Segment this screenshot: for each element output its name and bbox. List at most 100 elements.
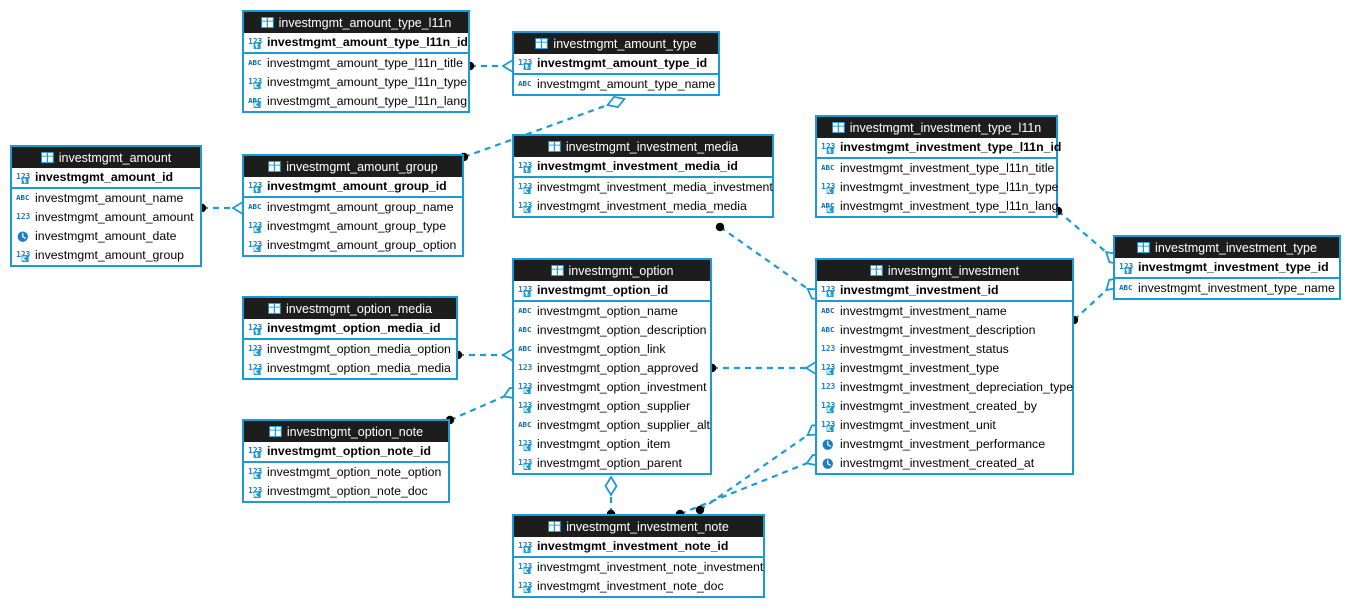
attribute-row[interactable]: investmgmt_investment_status bbox=[817, 340, 1072, 359]
attribute-row[interactable]: investmgmt_investment_type_l11n_type bbox=[817, 178, 1059, 197]
entity-investment[interactable]: investmgmt_investment investmgmt_investme… bbox=[815, 258, 1074, 475]
attribute-row[interactable]: investmgmt_option_approved bbox=[514, 359, 710, 378]
entity-header[interactable]: investmgmt_amount_group bbox=[244, 156, 462, 177]
relationship-option_media-to-option[interactable] bbox=[453, 348, 523, 362]
attribute-name: investmgmt_amount_type_name bbox=[537, 77, 716, 91]
attribute-row[interactable]: investmgmt_investment_type_name bbox=[1115, 279, 1339, 298]
primary-key-attribute[interactable]: investmgmt_amount_id bbox=[12, 168, 200, 187]
entity-header[interactable]: investmgmt_investment_type_l11n bbox=[817, 117, 1056, 138]
entity-header[interactable]: investmgmt_investment_note bbox=[514, 516, 763, 537]
abc-fk-icon bbox=[821, 200, 836, 213]
attribute-row[interactable]: investmgmt_option_link bbox=[514, 340, 710, 359]
attribute-row[interactable]: investmgmt_amount_amount bbox=[12, 208, 200, 227]
attribute-row[interactable]: investmgmt_option_parent bbox=[514, 454, 710, 473]
primary-key-attribute[interactable]: investmgmt_investment_type_id bbox=[1115, 258, 1339, 277]
attribute-row[interactable]: investmgmt_option_supplier bbox=[514, 397, 710, 416]
attribute-row[interactable]: investmgmt_amount_date bbox=[12, 227, 200, 246]
attribute-row[interactable]: investmgmt_amount_type_name bbox=[514, 75, 718, 94]
attribute-row[interactable]: investmgmt_option_note_doc bbox=[244, 482, 448, 501]
attribute-row[interactable]: investmgmt_amount_group bbox=[12, 246, 200, 265]
attribute-row[interactable]: investmgmt_amount_type_l11n_type bbox=[244, 73, 468, 92]
primary-key-attribute[interactable]: investmgmt_option_media_id bbox=[244, 319, 456, 338]
attribute-row[interactable]: investmgmt_amount_type_l11n_title bbox=[244, 54, 468, 73]
entity-header[interactable]: investmgmt_amount_type_l11n bbox=[244, 12, 468, 33]
attribute-row[interactable]: investmgmt_investment_type bbox=[817, 359, 1072, 378]
attribute-row[interactable]: investmgmt_option_description bbox=[514, 321, 710, 340]
primary-key-section: investmgmt_amount_type_id bbox=[514, 54, 718, 75]
attribute-row[interactable]: investmgmt_investment_created_by bbox=[817, 397, 1072, 416]
relationship-investment_media-to-investment[interactable] bbox=[715, 222, 826, 304]
entity-header[interactable]: investmgmt_option_note bbox=[244, 421, 448, 442]
attribute-row[interactable]: investmgmt_option_supplier_alt bbox=[514, 416, 710, 435]
primary-key-attribute[interactable]: investmgmt_option_note_id bbox=[244, 442, 448, 461]
primary-key-attribute[interactable]: investmgmt_investment_id bbox=[817, 281, 1072, 300]
entity-header[interactable]: investmgmt_amount_type bbox=[514, 33, 718, 54]
number-key-icon bbox=[518, 284, 533, 297]
relationship-line bbox=[1057, 210, 1114, 259]
number-fk-icon bbox=[518, 457, 533, 470]
attribute-row[interactable]: investmgmt_amount_group_type bbox=[244, 217, 462, 236]
attribute-name: investmgmt_amount_amount bbox=[35, 210, 194, 224]
entity-title: investmgmt_amount bbox=[58, 150, 172, 165]
attribute-row[interactable]: investmgmt_investment_media_investment bbox=[514, 178, 773, 197]
relationship-investment_note-to-investment[interactable] bbox=[695, 420, 826, 515]
attribute-name: investmgmt_investment_type_l11n_lang bbox=[840, 199, 1059, 213]
attribute-row[interactable]: investmgmt_amount_type_l11n_lang bbox=[244, 92, 468, 111]
attribute-name: investmgmt_investment_id bbox=[840, 283, 999, 297]
primary-key-attribute[interactable]: investmgmt_amount_type_id bbox=[514, 54, 718, 73]
entity-header[interactable]: investmgmt_option bbox=[514, 260, 710, 281]
primary-key-attribute[interactable]: investmgmt_investment_type_l11n_id bbox=[817, 138, 1061, 157]
primary-key-attribute[interactable]: investmgmt_option_id bbox=[514, 281, 710, 300]
attribute-row[interactable]: investmgmt_investment_type_l11n_lang bbox=[817, 197, 1059, 216]
primary-key-attribute[interactable]: investmgmt_investment_note_id bbox=[514, 537, 763, 556]
attribute-name: investmgmt_amount_date bbox=[35, 229, 177, 243]
relationship-investment_note-to-option[interactable] bbox=[604, 475, 618, 519]
attribute-row[interactable]: investmgmt_option_name bbox=[514, 302, 710, 321]
attribute-row[interactable]: investmgmt_investment_note_investment bbox=[514, 558, 763, 577]
attribute-row[interactable]: investmgmt_investment_type_l11n_title bbox=[817, 159, 1056, 178]
attribute-name: investmgmt_amount_type_l11n_lang bbox=[267, 94, 468, 108]
attribute-row[interactable]: investmgmt_investment_media_media bbox=[514, 197, 772, 216]
attribute-row[interactable]: investmgmt_investment_note_doc bbox=[514, 577, 763, 596]
attribute-row[interactable]: investmgmt_option_note_option bbox=[244, 463, 448, 482]
relationship-option-to-investment[interactable] bbox=[707, 361, 826, 375]
primary-key-attribute[interactable]: investmgmt_investment_media_id bbox=[514, 157, 772, 176]
attribute-row[interactable]: investmgmt_amount_group_name bbox=[244, 198, 462, 217]
attribute-name: investmgmt_amount_group_id bbox=[267, 179, 447, 193]
entity-header[interactable]: investmgmt_option_media bbox=[244, 298, 456, 319]
number-fk-icon bbox=[248, 343, 263, 356]
entity-header[interactable]: investmgmt_investment_type bbox=[1115, 237, 1339, 258]
attribute-row[interactable]: investmgmt_investment_created_at bbox=[817, 454, 1072, 473]
attribute-row[interactable]: investmgmt_option_investment bbox=[514, 378, 710, 397]
entity-header[interactable]: investmgmt_amount bbox=[12, 147, 200, 168]
entity-title: investmgmt_investment_type bbox=[1155, 240, 1317, 255]
attribute-row[interactable]: investmgmt_investment_name bbox=[817, 302, 1072, 321]
attribute-row[interactable]: investmgmt_amount_name bbox=[12, 189, 200, 208]
attribute-name: investmgmt_amount_name bbox=[35, 191, 184, 205]
relationship-target-marker bbox=[604, 475, 618, 497]
primary-key-attribute[interactable]: investmgmt_amount_group_id bbox=[244, 177, 462, 196]
attribute-row[interactable]: investmgmt_option_media_option bbox=[244, 340, 456, 359]
attribute-row[interactable]: investmgmt_option_media_media bbox=[244, 359, 456, 378]
entity-header[interactable]: investmgmt_investment bbox=[817, 260, 1072, 281]
attribute-row[interactable]: investmgmt_investment_depreciation_type bbox=[817, 378, 1073, 397]
entity-investment_type[interactable]: investmgmt_investment_type investmgmt_inv… bbox=[1113, 235, 1341, 300]
attribute-row[interactable]: investmgmt_investment_performance bbox=[817, 435, 1072, 454]
attribute-row[interactable]: investmgmt_option_item bbox=[514, 435, 710, 454]
relationship-option_note-to-option[interactable] bbox=[445, 384, 523, 425]
entity-header[interactable]: investmgmt_investment_media bbox=[514, 136, 772, 157]
entity-amount_group[interactable]: investmgmt_amount_group investmgmt_amount… bbox=[242, 154, 464, 257]
attribute-row[interactable]: investmgmt_investment_description bbox=[817, 321, 1072, 340]
attribute-row[interactable]: investmgmt_investment_unit bbox=[817, 416, 1072, 435]
attribute-row[interactable]: investmgmt_amount_group_option bbox=[244, 236, 462, 255]
primary-key-attribute[interactable]: investmgmt_amount_type_l11n_id bbox=[244, 33, 468, 52]
